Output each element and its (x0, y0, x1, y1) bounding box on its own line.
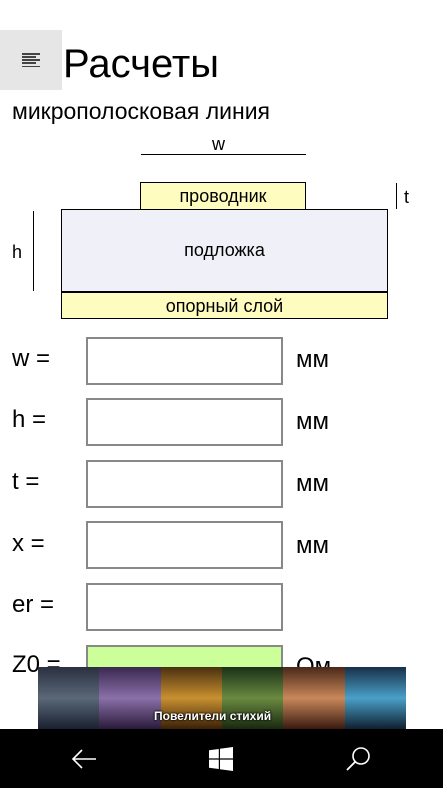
height-dimension-line (33, 211, 34, 291)
page-title: Расчеты (63, 42, 219, 86)
thickness-label: t (404, 187, 410, 207)
field-unit-x: мм (296, 532, 329, 559)
home-button[interactable] (181, 729, 261, 788)
field-label-t: t = (12, 468, 40, 495)
ground-layer: опорный слой (61, 292, 388, 319)
w-input[interactable] (86, 337, 283, 385)
field-label-w: w = (12, 345, 51, 372)
t-input[interactable] (86, 460, 283, 508)
er-input[interactable] (86, 583, 283, 631)
page-subtitle: микрополосковая линия (12, 98, 270, 124)
ad-hero-image (221, 667, 284, 729)
menu-button[interactable] (0, 30, 62, 90)
field-unit-w: мм (296, 346, 329, 373)
thickness-dimension-line (396, 183, 397, 209)
back-arrow-icon (71, 748, 96, 769)
conductor-layer: проводник (140, 182, 306, 210)
ad-hero-image (283, 667, 345, 729)
field-unit-t: мм (296, 470, 329, 497)
ad-hero-image (38, 667, 100, 729)
ad-hero-image (160, 667, 222, 729)
x-input[interactable] (86, 521, 283, 569)
back-button[interactable] (44, 729, 124, 788)
ad-text: Повелители стихий (154, 709, 272, 723)
width-label: w (212, 134, 225, 154)
windows-logo-icon (209, 746, 233, 771)
width-dimension-line (141, 154, 306, 155)
field-label-er: er = (12, 591, 55, 618)
h-input[interactable] (86, 398, 283, 446)
search-icon (346, 746, 370, 771)
ad-banner[interactable]: Повелители стихий (38, 667, 406, 729)
height-label: h (12, 242, 23, 262)
ad-hero-image (99, 667, 161, 729)
substrate-layer: подложка (61, 209, 388, 292)
hamburger-icon (22, 53, 40, 67)
field-label-x: x = (12, 530, 45, 557)
system-nav-bar (0, 729, 443, 788)
ad-hero-image (344, 667, 406, 729)
field-unit-h: мм (296, 408, 329, 435)
field-label-h: h = (12, 406, 47, 433)
search-button[interactable] (318, 729, 398, 788)
